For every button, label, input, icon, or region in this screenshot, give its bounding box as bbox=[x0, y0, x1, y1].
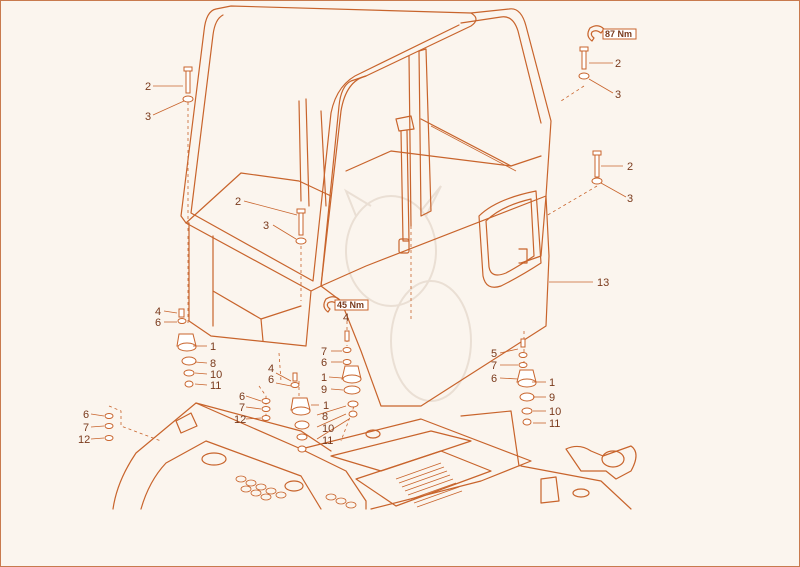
callout-4-left: 4 bbox=[155, 306, 161, 318]
callout-8-left: 8 bbox=[210, 358, 216, 370]
callout-6-right: 6 bbox=[491, 373, 497, 385]
machine-body bbox=[112, 402, 637, 510]
callout-7-stack: 7 bbox=[239, 402, 245, 414]
callout-numbers: 2 3 2 3 2 3 2 3 13 4 4 6 1 8 10 11 7 6 1… bbox=[78, 58, 633, 447]
torque-label-87: 87 Nm bbox=[587, 25, 637, 42]
callout-3d: 3 bbox=[263, 220, 269, 232]
torque-45-text: 45 Nm bbox=[337, 300, 364, 310]
callout-11-right: 11 bbox=[549, 418, 560, 430]
callout-4-center: 4 bbox=[343, 312, 349, 324]
callout-11-left: 11 bbox=[210, 380, 221, 392]
cab-door bbox=[320, 195, 550, 407]
callout-11-center: 11 bbox=[322, 435, 333, 447]
callout-5-right: 5 bbox=[491, 348, 497, 360]
callout-1-leftcenter: 1 bbox=[323, 400, 329, 412]
callout-6-left: 6 bbox=[155, 317, 161, 329]
callout-2c: 2 bbox=[627, 161, 633, 173]
callout-9-right: 9 bbox=[549, 392, 555, 404]
callout-2d: 2 bbox=[235, 196, 241, 208]
callout-3c: 3 bbox=[627, 193, 633, 205]
callout-3b: 3 bbox=[615, 89, 621, 101]
callout-10-center: 10 bbox=[322, 423, 334, 435]
callout-7-right: 7 bbox=[491, 360, 497, 372]
callout-13: 13 bbox=[597, 277, 609, 289]
callout-6-leftcenter: 6 bbox=[268, 374, 274, 386]
callout-6-center: 6 bbox=[321, 357, 327, 369]
callout-7-farleft: 7 bbox=[83, 422, 89, 434]
callout-12-stack: 12 bbox=[234, 414, 246, 426]
torque-87-text: 87 Nm bbox=[605, 29, 632, 39]
callout-7-center: 7 bbox=[321, 346, 327, 358]
callout-1-right: 1 bbox=[549, 377, 555, 389]
callout-12-farleft: 12 bbox=[78, 434, 90, 446]
callout-10-left: 10 bbox=[210, 369, 222, 381]
fasteners bbox=[104, 46, 603, 453]
callout-1-center: 1 bbox=[321, 372, 327, 384]
callout-2a: 2 bbox=[145, 81, 151, 93]
callout-8-center: 8 bbox=[322, 411, 328, 423]
callout-4-leftcenter: 4 bbox=[268, 363, 274, 375]
torque-label-45: 45 Nm bbox=[323, 296, 369, 313]
callout-2b: 2 bbox=[615, 58, 621, 70]
callout-1-left: 1 bbox=[210, 341, 216, 353]
cab-frame bbox=[180, 5, 552, 407]
leader-lines bbox=[90, 62, 627, 440]
callout-3a: 3 bbox=[145, 111, 151, 123]
callout-6-farleft: 6 bbox=[83, 409, 89, 421]
callout-9-center: 9 bbox=[321, 384, 327, 396]
callout-10-right: 10 bbox=[549, 406, 561, 418]
callout-6-stack: 6 bbox=[239, 391, 245, 403]
